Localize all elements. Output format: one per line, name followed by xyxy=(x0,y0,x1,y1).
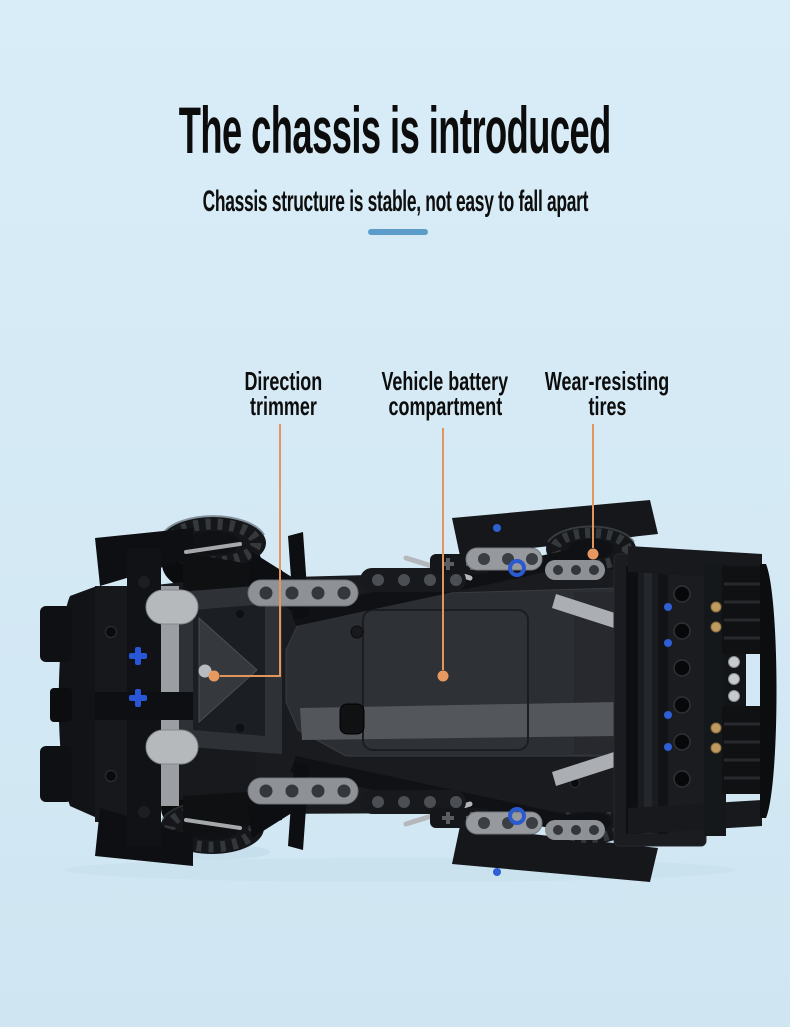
callout-wear-resisting-tires: Wear-resisting tires xyxy=(497,366,717,421)
technic-beams-bottom xyxy=(247,756,605,850)
front-bumper-assembly xyxy=(40,528,306,866)
callout-label-line: Vehicle battery xyxy=(381,366,509,396)
page-title: The chassis is introduced xyxy=(0,93,790,167)
page-title-text: The chassis is introduced xyxy=(178,93,612,167)
battery-compartment xyxy=(285,587,619,757)
callout-label-line: tires xyxy=(588,391,626,421)
callout-direction-trimmer: Direction trimmer xyxy=(173,366,393,421)
blue-pin-connector xyxy=(129,647,147,707)
callout-label-line: Direction xyxy=(244,366,322,396)
rear-spoiler xyxy=(628,546,777,836)
callout-label-line: trimmer xyxy=(249,391,317,421)
callout-label-line: Wear-resisting xyxy=(544,366,670,396)
accent-divider xyxy=(368,229,428,235)
callout-label-line: compartment xyxy=(388,391,502,421)
technic-beams-top xyxy=(247,532,605,626)
callout-vehicle-battery-compartment: Vehicle battery compartment xyxy=(335,366,555,421)
page-subtitle: Chassis structure is stable, not easy to… xyxy=(0,186,790,218)
rear-wing-plates xyxy=(452,500,658,882)
chassis-bottom-view-illustration xyxy=(40,500,777,882)
page-subtitle-text: Chassis structure is stable, not easy to… xyxy=(202,185,588,218)
